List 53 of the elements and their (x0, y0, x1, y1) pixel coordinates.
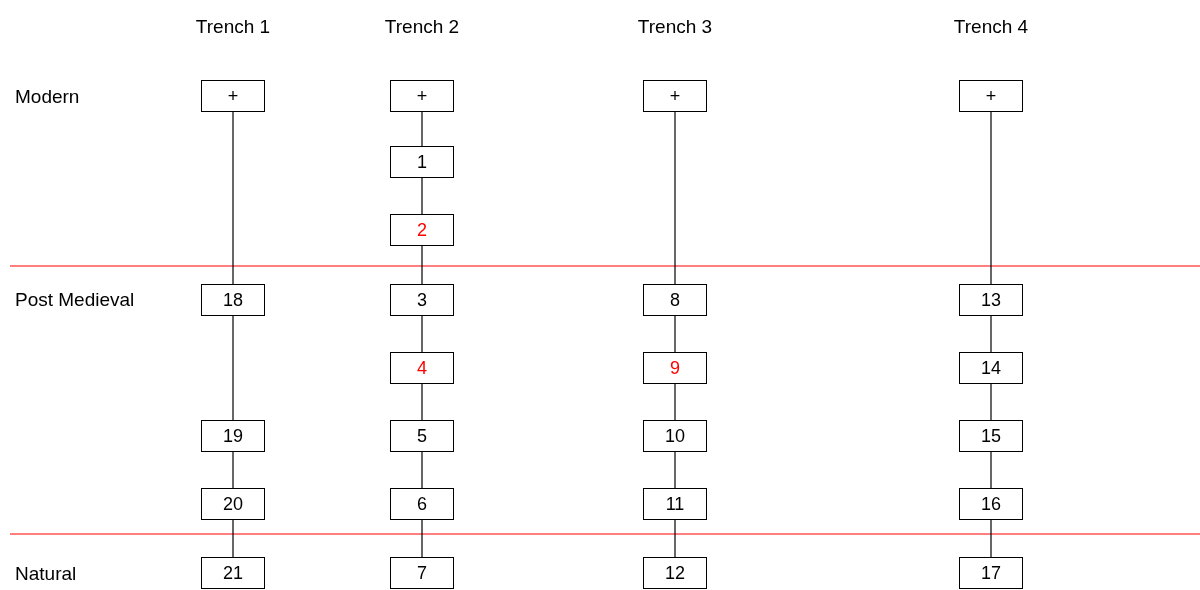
context-box: 16 (959, 488, 1023, 520)
connector-line (232, 315, 234, 421)
connector-line (232, 111, 234, 285)
connector-line (674, 383, 676, 421)
context-box: 20 (201, 488, 265, 520)
connector-line (421, 177, 423, 215)
connector-line (990, 519, 992, 558)
connector-line (674, 519, 676, 558)
column-heading: Trench 2 (384, 15, 460, 39)
context-box: 5 (390, 420, 454, 452)
connector-line (421, 383, 423, 421)
context-box: 11 (643, 488, 707, 520)
context-box: 7 (390, 557, 454, 589)
column-heading: Trench 3 (637, 15, 713, 39)
connector-line (421, 451, 423, 489)
period-label: Post Medieval (15, 288, 135, 312)
context-box: 15 (959, 420, 1023, 452)
context-box: + (959, 80, 1023, 112)
period-label: Natural (15, 562, 77, 586)
connector-line (232, 451, 234, 489)
context-box: 19 (201, 420, 265, 452)
context-box: 3 (390, 284, 454, 316)
context-box: 8 (643, 284, 707, 316)
context-box: 12 (643, 557, 707, 589)
connector-line (990, 111, 992, 285)
context-box: + (390, 80, 454, 112)
connector-line (421, 519, 423, 558)
context-box: 6 (390, 488, 454, 520)
context-box: 1 (390, 146, 454, 178)
period-label: Modern (15, 85, 80, 109)
connector-line (674, 315, 676, 353)
column-heading: Trench 1 (195, 15, 271, 39)
connector-line (674, 111, 676, 285)
context-box: 13 (959, 284, 1023, 316)
context-box: + (201, 80, 265, 112)
column-heading: Trench 4 (953, 15, 1029, 39)
connector-line (674, 451, 676, 489)
connector-line (990, 383, 992, 421)
context-box: 9 (643, 352, 707, 384)
context-box: 18 (201, 284, 265, 316)
connector-line (990, 451, 992, 489)
context-box: 2 (390, 214, 454, 246)
context-box: 14 (959, 352, 1023, 384)
connector-line (421, 315, 423, 353)
context-box: 21 (201, 557, 265, 589)
context-box: 4 (390, 352, 454, 384)
context-box: 10 (643, 420, 707, 452)
context-box: + (643, 80, 707, 112)
connector-line (232, 519, 234, 558)
connector-line (990, 315, 992, 353)
connector-line (421, 245, 423, 285)
context-box: 17 (959, 557, 1023, 589)
connector-line (421, 111, 423, 147)
